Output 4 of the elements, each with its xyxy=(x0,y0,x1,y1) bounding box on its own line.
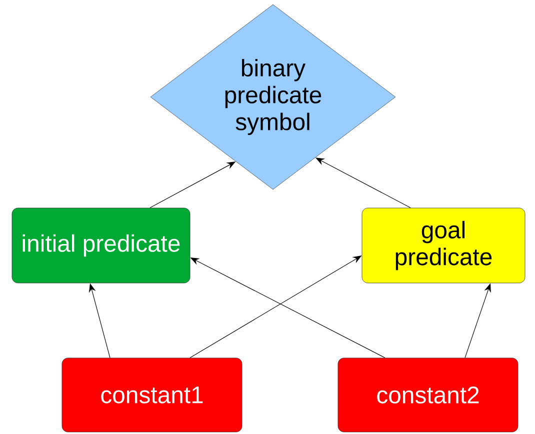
process-box: initial predicate xyxy=(12,208,190,284)
process-box: goal predicate xyxy=(362,208,526,284)
process-box: constant2 xyxy=(338,358,518,432)
process-box: constant1 xyxy=(62,358,242,432)
